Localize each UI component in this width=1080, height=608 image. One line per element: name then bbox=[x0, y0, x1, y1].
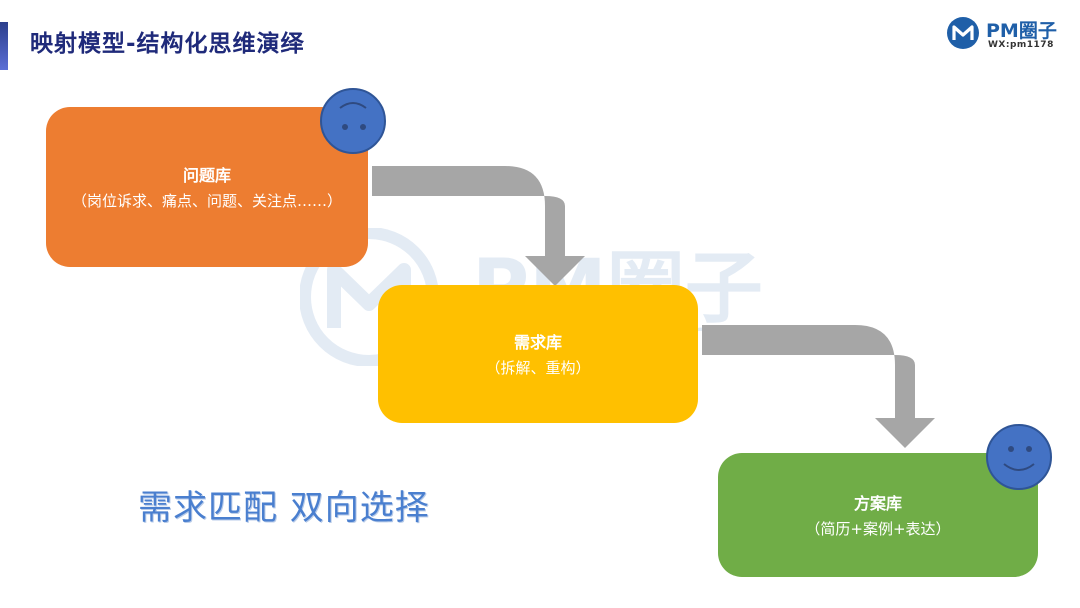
solution-library-box: 方案库 （简历+案例+表达） bbox=[718, 453, 1038, 577]
logo-mark-icon bbox=[947, 17, 979, 49]
brand-logo: PM圈子 WX:pm1178 bbox=[946, 14, 1066, 54]
box-description: （拆解、重构） bbox=[485, 359, 591, 377]
box-description: （岗位诉求、痛点、问题、关注点……） bbox=[71, 192, 342, 210]
arrow-1-shape bbox=[372, 166, 585, 286]
slide-title: 映射模型-结构化思维演绎 bbox=[30, 31, 305, 57]
frown-face-icon bbox=[320, 88, 386, 154]
logo-subtext: WX:pm1178 bbox=[988, 40, 1054, 50]
arrow-2-shape bbox=[702, 325, 935, 448]
tagline: 需求匹配 双向选择 bbox=[138, 488, 430, 528]
title-accent-bar bbox=[0, 22, 8, 70]
smile-face-icon bbox=[986, 424, 1052, 490]
box-title: 需求库 bbox=[513, 333, 562, 352]
box-title: 方案库 bbox=[853, 494, 902, 513]
problem-library-box: 问题库 （岗位诉求、痛点、问题、关注点……） bbox=[46, 107, 368, 267]
logo-text: PM圈子 bbox=[986, 20, 1057, 42]
box-description: （简历+案例+表达） bbox=[805, 520, 951, 538]
box-title: 问题库 bbox=[182, 166, 231, 185]
requirement-library-box: 需求库 （拆解、重构） bbox=[378, 285, 698, 423]
